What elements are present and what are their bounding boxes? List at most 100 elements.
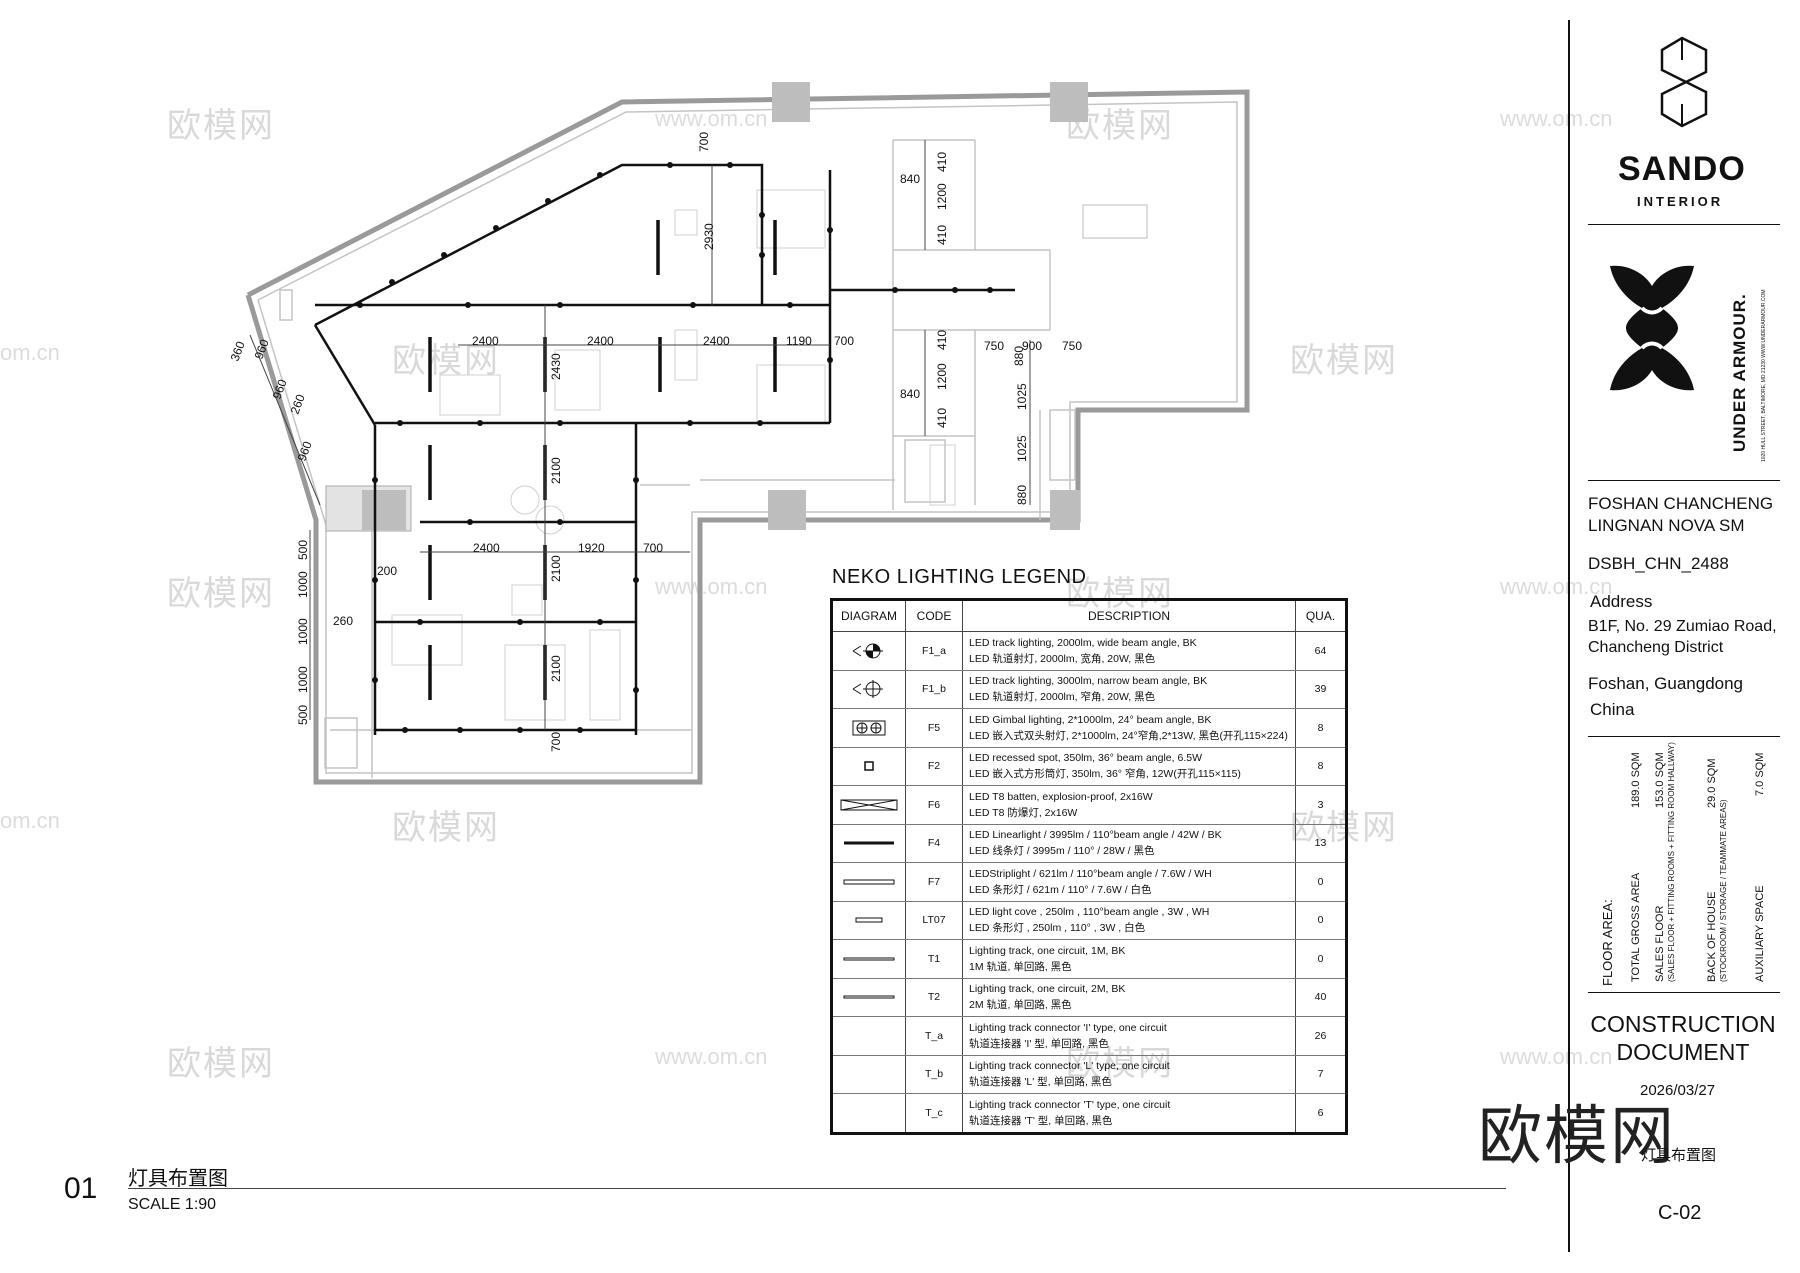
city-line1: Foshan, Guangdong (1588, 674, 1744, 693)
watermark-url: www.om.cn (1500, 574, 1613, 599)
floor-area-note: (STOCKROOM / STORAGE / TEAMMATE AREAS) (1719, 799, 1728, 982)
dim-label: 1025 (1015, 383, 1029, 410)
legend-description: LED track lighting, 3000lm, narrow beam … (962, 670, 1296, 709)
desc-en: LED Linearlight / 3995lm / 110°beam angl… (969, 829, 1222, 842)
desc-en: Lighting track, one circuit, 2M, BK (969, 983, 1126, 996)
legend-description: LED Linearlight / 3995lm / 110°beam angl… (962, 824, 1296, 863)
dim-label: 1200 (935, 183, 949, 210)
legend-description: Lighting track connector 'L' type, one c… (962, 1055, 1296, 1094)
linear-lights (428, 220, 777, 700)
header-description: DESCRIPTION (962, 601, 1296, 632)
linearlight-icon (833, 824, 906, 863)
desc-cn: 2M 轨道, 单回路, 黑色 (969, 999, 1072, 1012)
desc-en: LED T8 batten, explosion-proof, 2x16W (969, 790, 1153, 803)
legend-code: LT07 (905, 901, 963, 940)
legend-description: Lighting track connector 'I' type, one c… (962, 1016, 1296, 1056)
sheet-title: 灯具布置图 (1641, 1147, 1717, 1164)
desc-en: LED track lighting, 3000lm, narrow beam … (969, 675, 1208, 688)
dim-label: 410 (935, 152, 949, 172)
watermark-url: om.cn (0, 808, 60, 833)
floor-area-value: 153.0 SQM (1654, 752, 1666, 808)
watermark-url: www.om.cn (655, 1044, 768, 1069)
dim-label: 360 (228, 339, 248, 363)
dim-label: 1000 (296, 618, 310, 645)
floor-area-value: 189.0 SQM (1630, 752, 1642, 808)
watermark-url: www.om.cn (655, 574, 768, 599)
dim-label: 1920 (578, 541, 605, 555)
legend-qua: 3 (1295, 785, 1345, 825)
desc-en: LEDStriplight / 621lm / 110°beam angle /… (969, 867, 1212, 880)
dim-label: 2400 (587, 334, 614, 348)
dim-label: 750 (1062, 339, 1082, 353)
legend-qua: 8 (1295, 747, 1345, 786)
desc-cn: LED 轨道射灯, 2000lm, 窄角, 20W, 黑色 (969, 691, 1156, 704)
desc-en: LED light cove , 250lm , 110°beam angle … (969, 906, 1210, 919)
firm-subtitle: INTERIOR (1637, 194, 1724, 209)
floor-area-name: BACK OF HOUSE (1706, 891, 1718, 982)
desc-en: Lighting track connector 'L' type, one c… (969, 1060, 1170, 1073)
floor-area-value: 29.0 SQM (1706, 758, 1718, 808)
watermark: 欧模网 (392, 808, 500, 848)
desc-en: Lighting track connector 'T' type, one c… (969, 1098, 1171, 1111)
view-number: 01 (64, 1172, 98, 1205)
t8-batten-icon (833, 785, 906, 825)
dim-label: 2400 (703, 334, 730, 348)
floor-area-note: (SALES FLOOR + FITTING ROOMS + FITTING R… (1667, 742, 1676, 982)
title-block-border (1568, 20, 1570, 1252)
dim-label: 840 (900, 172, 920, 186)
legend-qua: 7 (1295, 1055, 1345, 1094)
header-code: CODE (905, 601, 963, 632)
watermark: 欧模网 (392, 341, 500, 381)
dim-label: 840 (900, 387, 920, 401)
view-title: 灯具布置图 (128, 1168, 228, 1190)
legend-qua: 6 (1317, 1106, 1324, 1119)
desc-en: LED Gimbal lighting, 2*1000lm, 24° beam … (969, 713, 1212, 726)
track-narrow-icon (833, 670, 906, 709)
legend-title: NEKO LIGHTING LEGEND (832, 566, 1087, 588)
legend-description: Lighting track, one circuit, 2M, BK 2M 轨道… (962, 978, 1296, 1017)
legend-code: T1 (905, 939, 963, 979)
legend-header-row: DIAGRAM CODE DESCRIPTION QUA. (833, 601, 1345, 632)
document-type-line2: DOCUMENT (1616, 1039, 1750, 1065)
legend-code: T_c (905, 1093, 963, 1132)
divider (1588, 736, 1780, 737)
project-name-line1: FOSHAN CHANCHENG (1588, 494, 1774, 513)
desc-cn: 1M 轨道, 单回路, 黑色 (969, 960, 1072, 973)
address-label: Address (1590, 592, 1653, 611)
sheet-number: C-02 (1658, 1202, 1702, 1224)
dim-label: 2100 (549, 655, 563, 682)
legend-row: T_b Lighting track connector 'L' type, o… (833, 1055, 1345, 1094)
legend-description: LED recessed spot, 350lm, 36° beam angle… (962, 747, 1296, 786)
watermark: 欧模网 (167, 1044, 275, 1084)
desc-cn: 轨道连接器 'I' 型, 单回路, 黑色 (969, 1037, 1109, 1050)
dim-label: 700 (643, 541, 663, 555)
watermark-url: www.om.cn (1500, 1044, 1613, 1069)
floor-area-label: FLOOR AREA: (1600, 899, 1615, 986)
floor-area-value: 7.0 SQM (1754, 752, 1766, 796)
legend-diagram-empty (833, 1093, 906, 1132)
document-type: CONSTRUCTION DOCUMENT (1588, 1010, 1778, 1066)
dim-label: 2400 (472, 334, 499, 348)
legend-code: F7 (905, 862, 963, 902)
floor-area-name: TOTAL GROSS AREA (1630, 872, 1642, 982)
legend-row: T_c Lighting track connector 'T' type, o… (833, 1093, 1345, 1132)
desc-en: LED track lighting, 2000lm, wide beam an… (969, 636, 1197, 649)
columns (325, 82, 1088, 532)
legend-description: LED light cove , 250lm , 110°beam angle … (962, 901, 1296, 940)
desc-cn: LED T8 防爆灯, 2x16W (969, 806, 1078, 819)
dim-label: 1025 (1015, 435, 1029, 462)
legend-qua: 13 (1295, 824, 1345, 863)
desc-cn: LED 条形灯 , 250lm , 110° , 3W , 白色 (969, 922, 1146, 935)
legend-code: T_a (905, 1016, 963, 1056)
document-type-line1: CONSTRUCTION (1590, 1011, 1776, 1037)
dimension-labels: 700 2930 840 410 1200 410 2400 2400 2400… (228, 132, 1083, 752)
dim-label: 410 (935, 225, 949, 245)
under-armour-logo-icon (1610, 265, 1694, 391)
legend-row: F1_a LED track lighting, 2000lm, wide be… (833, 631, 1345, 671)
legend-description: LED track lighting, 2000lm, wide beam an… (962, 631, 1296, 671)
desc-en: Lighting track connector 'I' type, one c… (969, 1021, 1167, 1034)
desc-cn: LED 嵌入式双头射灯, 2*1000lm, 24°窄角,2*13W, 黑色(开… (969, 729, 1288, 742)
desc-cn: 轨道连接器 'L' 型, 单回路, 黑色 (969, 1076, 1112, 1089)
dim-label: 1200 (935, 363, 949, 390)
